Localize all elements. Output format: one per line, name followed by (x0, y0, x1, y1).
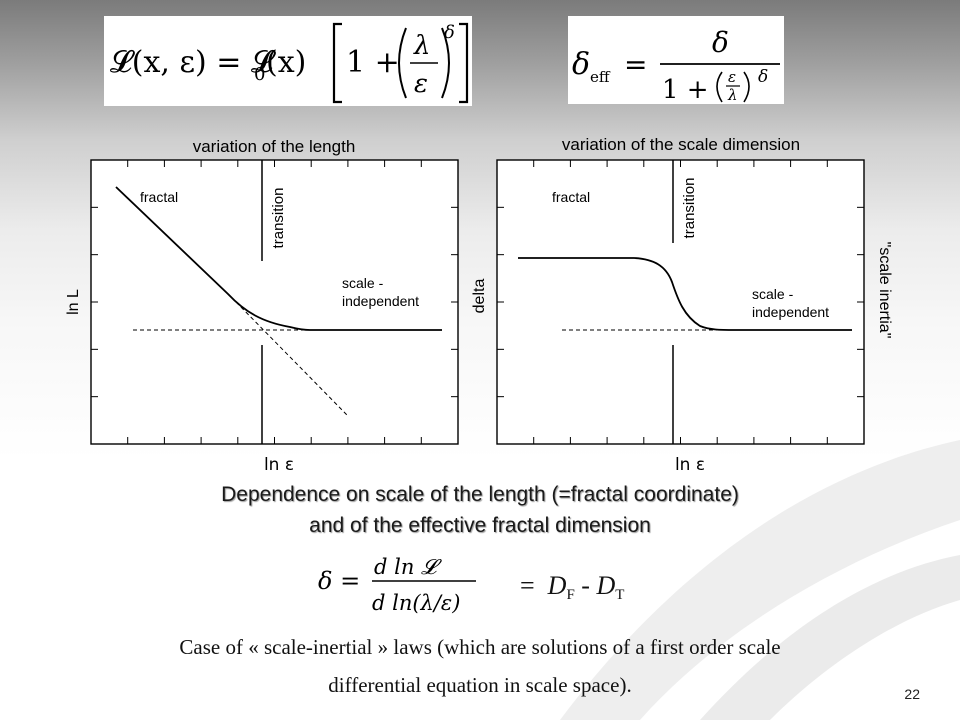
length-law-lhs: 𝓛(x, ε) = 𝓛 (110, 45, 276, 80)
delta-eff-equals: = (624, 48, 647, 81)
delta-eff-lambda: λ (727, 86, 738, 104)
right-plot-ticks (497, 160, 864, 444)
right-delta-curve (518, 257, 852, 331)
rhs-minus: - (581, 571, 590, 600)
right-plot-xlabel: ln ε (675, 455, 705, 475)
delta-eff-eps: ε (728, 68, 736, 86)
left-length-curve (115, 186, 442, 331)
right-plot: variation of the scale dimension delta l… (471, 135, 893, 475)
derivative-numerator: d ln 𝓛 (374, 555, 442, 579)
right-plot-side-label: "scale inertia" (876, 242, 893, 339)
left-dashed-diagonal (235, 301, 348, 416)
length-law-one-plus: 1 + (346, 45, 400, 80)
rhs-D-topological: D (596, 571, 616, 600)
right-label-scale-1: scale - (752, 286, 794, 302)
right-label-fractal: fractal (552, 189, 590, 205)
rhs-sub-T: T (615, 587, 625, 603)
left-plot-ticks (91, 160, 458, 444)
delta-eff-sub: eff (590, 68, 611, 86)
body-text-line-2: differential equation in scale space). (328, 673, 632, 697)
derivative-lhs: δ = (318, 567, 360, 595)
figure-caption-line-1: Dependence on scale of the length (=frac… (221, 483, 739, 506)
left-label-scale-2: independent (342, 293, 419, 309)
left-label-scale-1: scale - (342, 275, 384, 291)
page-number: 22 (904, 686, 920, 702)
delta-derivative-formula: δ = d ln 𝓛 d ln(λ/ε) (318, 555, 476, 615)
left-label-fractal: fractal (140, 189, 178, 205)
derivative-rhs: = DF - DT (520, 571, 624, 604)
rhs-sub-F: F (566, 587, 575, 603)
right-label-transition: transition (681, 178, 698, 239)
length-law-delta: δ (444, 22, 455, 43)
length-law-eps: ε (414, 69, 428, 99)
delta-eff-exponent: δ (758, 67, 768, 87)
figure-caption-line-2: and of the effective fractal dimension (309, 514, 651, 537)
right-plot-ylabel: delta (471, 279, 488, 314)
length-law-mid: (x) (266, 45, 306, 80)
left-plot: variation of the length ln L ln ε transi… (65, 137, 459, 475)
rhs-equals: = (520, 571, 535, 600)
delta-eff-numerator: δ (712, 26, 729, 59)
right-label-scale-2: independent (752, 304, 829, 320)
length-law-formula: 𝓛(x, ε) = 𝓛 0 (x) 1 + λ ε δ (104, 16, 472, 106)
length-law-lambda: λ (413, 31, 430, 61)
delta-eff-delta: δ (572, 47, 590, 82)
left-plot-xlabel: ln ε (264, 455, 294, 475)
right-plot-title: variation of the scale dimension (562, 135, 800, 154)
body-text-line-1: Case of « scale-inertial » laws (which a… (179, 635, 781, 659)
derivative-denominator: d ln(λ/ε) (372, 591, 460, 615)
delta-eff-denominator: 1 + (662, 75, 709, 104)
length-law-sub0: 0 (254, 64, 265, 85)
left-label-transition: transition (270, 188, 287, 249)
delta-eff-formula: δ eff = δ 1 + ε λ δ (568, 16, 784, 104)
left-plot-ylabel: ln L (65, 289, 82, 315)
rhs-D-fractal: D (547, 571, 567, 600)
left-plot-title: variation of the length (193, 137, 356, 156)
